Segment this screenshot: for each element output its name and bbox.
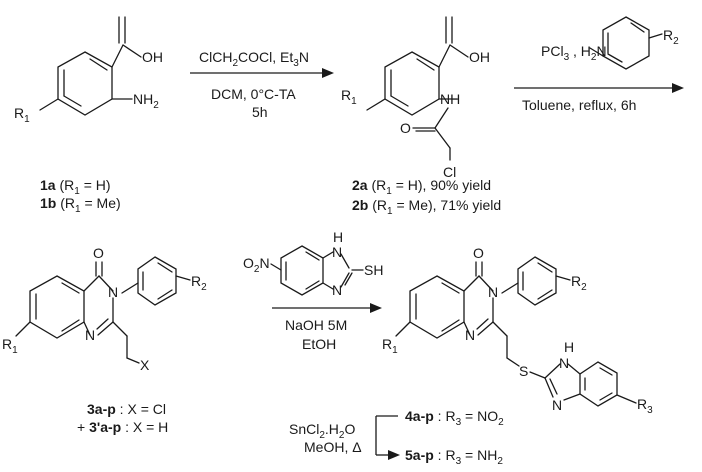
compound-4-n1: N [465,327,475,343]
reaction-arrow-2: PCl3 , H2N Toluene, reflux, 6h [514,43,684,113]
step3-solvent: EtOH [302,336,336,352]
compound-3-n3: N [108,284,118,300]
compound-2-cl: Cl [443,164,456,180]
compound-1-nh2: NH2 [133,91,159,111]
reaction-arrow-1: ClCH2COCl, Et3N DCM, 0°C-TA 5h [190,49,334,120]
compound-3-o: O [93,245,104,261]
aniline-structure: R2 [589,16,679,70]
thiol-reagent-structure: H N N SH O2N [243,229,383,298]
step2-conditions: Toluene, reflux, 6h [522,97,636,113]
aniline-r2: R2 [663,27,679,47]
reagent-no2: O2N [243,255,270,275]
compound-1a-label: 1a (R1 = H) [40,177,111,197]
compound-3-structure: O N N R2 R1 X [2,245,207,373]
compound-1-structure: OH NH2 R1 [14,16,163,125]
step2-reagents: PCl3 , H2N [541,43,607,63]
compound-2-oh: OH [469,49,490,65]
compound-4-s: S [519,363,528,379]
step4-conditions: MeOH, Δ [304,439,362,455]
compound-2-structure: OH NH O Cl R1 [341,16,490,180]
step1-solvent: DCM, 0°C-TA [211,86,296,102]
compound-2-r1: R1 [341,87,357,107]
compound-4-label: 4a-p : R3 = NO2 [405,408,504,428]
compound-4-nh: N [559,355,569,371]
compound-5-label: 5a-p : R3 = NH2 [405,447,503,467]
compound-4-n3: N [488,284,498,300]
step3-base: NaOH 5M [285,317,347,333]
reagent-sh: SH [364,262,383,278]
compound-4-n: N [552,397,562,413]
compound-2b-label: 2b (R1 = Me), 71% yield [352,197,501,217]
compound-1-oh: OH [142,49,163,65]
compound-2-o: O [400,120,411,136]
compound-3prime-label: + 3'a-p : X = H [77,419,168,435]
step1-reagents: ClCH2COCl, Et3N [199,49,309,69]
compound-3-n1: N [85,327,95,343]
reaction-arrow-3: NaOH 5M EtOH [272,303,382,352]
reagent-nh: N [332,244,342,260]
reaction-arrow-4: SnCl2.H2O MeOH, Δ [289,415,400,460]
compound-2a-label: 2a (R1 = H), 90% yield [352,177,491,197]
compound-4-structure: O N N R2 R1 S H N N R3 [382,245,653,416]
compound-1b-label: 1b (R1 = Me) [40,195,121,215]
compound-3-x: X [140,357,150,373]
step1-time: 5h [252,104,268,120]
compound-4-nh-h: H [564,339,574,355]
compound-4-r3: R3 [637,396,653,416]
compound-2-nh: NH [440,91,460,107]
compound-3-r1: R1 [2,336,18,356]
compound-4-r2: R2 [571,273,587,293]
reagent-nh-h: H [333,229,343,245]
compound-4-o: O [473,245,484,261]
reagent-n: N [332,282,342,298]
compound-4-r1: R1 [382,336,398,356]
step4-reagent: SnCl2.H2O [289,421,355,441]
compound-3-label: 3a-p : X = Cl [87,401,166,417]
compound-1-r1: R1 [14,105,30,125]
compound-3-r2: R2 [191,273,207,293]
